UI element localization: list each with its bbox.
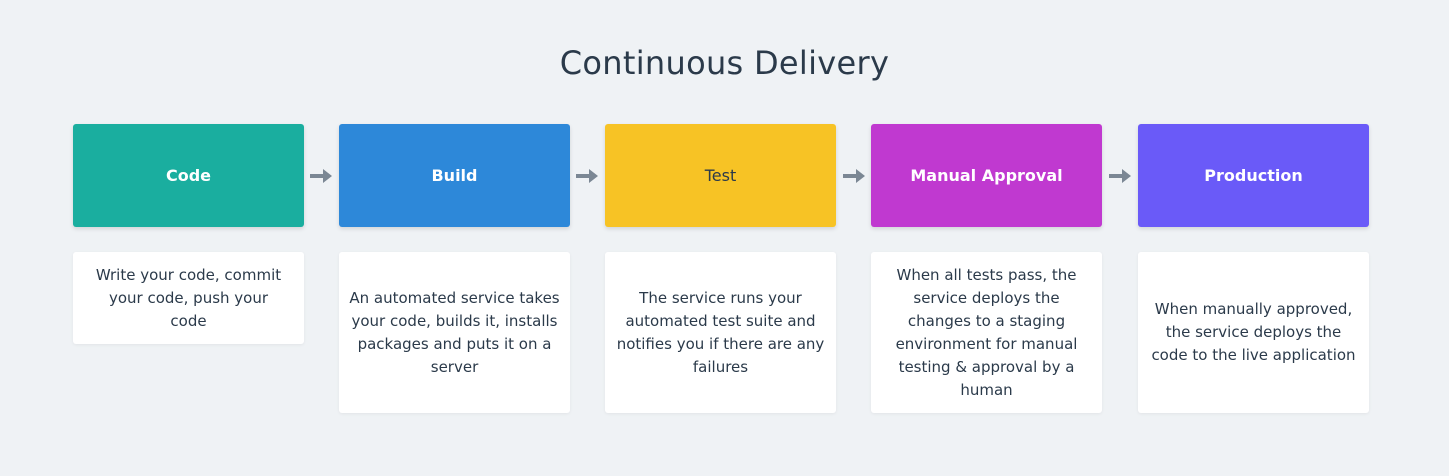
description-card-manual-approval: When all tests pass, the service deploys… [871,252,1102,413]
stage-production: Production [1138,124,1369,227]
arrow-right-icon [843,169,865,183]
stage-code: Code [73,124,304,227]
description-card-production: When manually approved, the service depl… [1138,252,1369,413]
arrow-right-icon [576,169,598,183]
description-text: Write your code, commit your code, push … [95,265,282,330]
arrow-right-icon [1109,169,1131,183]
stage-label: Test [704,166,737,185]
stage-build: Build [339,124,570,227]
description-card-test: The service runs your automated test sui… [605,252,836,413]
diagram-title: Continuous Delivery [559,44,890,82]
description-text: An automated service takes your code, bu… [349,288,560,376]
stage-label: Production [1204,166,1303,185]
description-text: The service runs your automated test sui… [616,288,825,376]
description-text: When all tests pass, the service deploys… [895,265,1078,399]
description-text: When manually approved, the service depl… [1151,300,1356,364]
arrow-right-icon [310,169,332,183]
description-card-build: An automated service takes your code, bu… [339,252,570,413]
stage-manual-approval: Manual Approval [871,124,1102,227]
stage-test: Test [605,124,836,227]
stage-label: Build [431,166,478,185]
stage-label: Code [165,166,212,185]
description-card-code: Write your code, commit your code, push … [73,252,304,344]
stage-label: Manual Approval [910,166,1063,185]
